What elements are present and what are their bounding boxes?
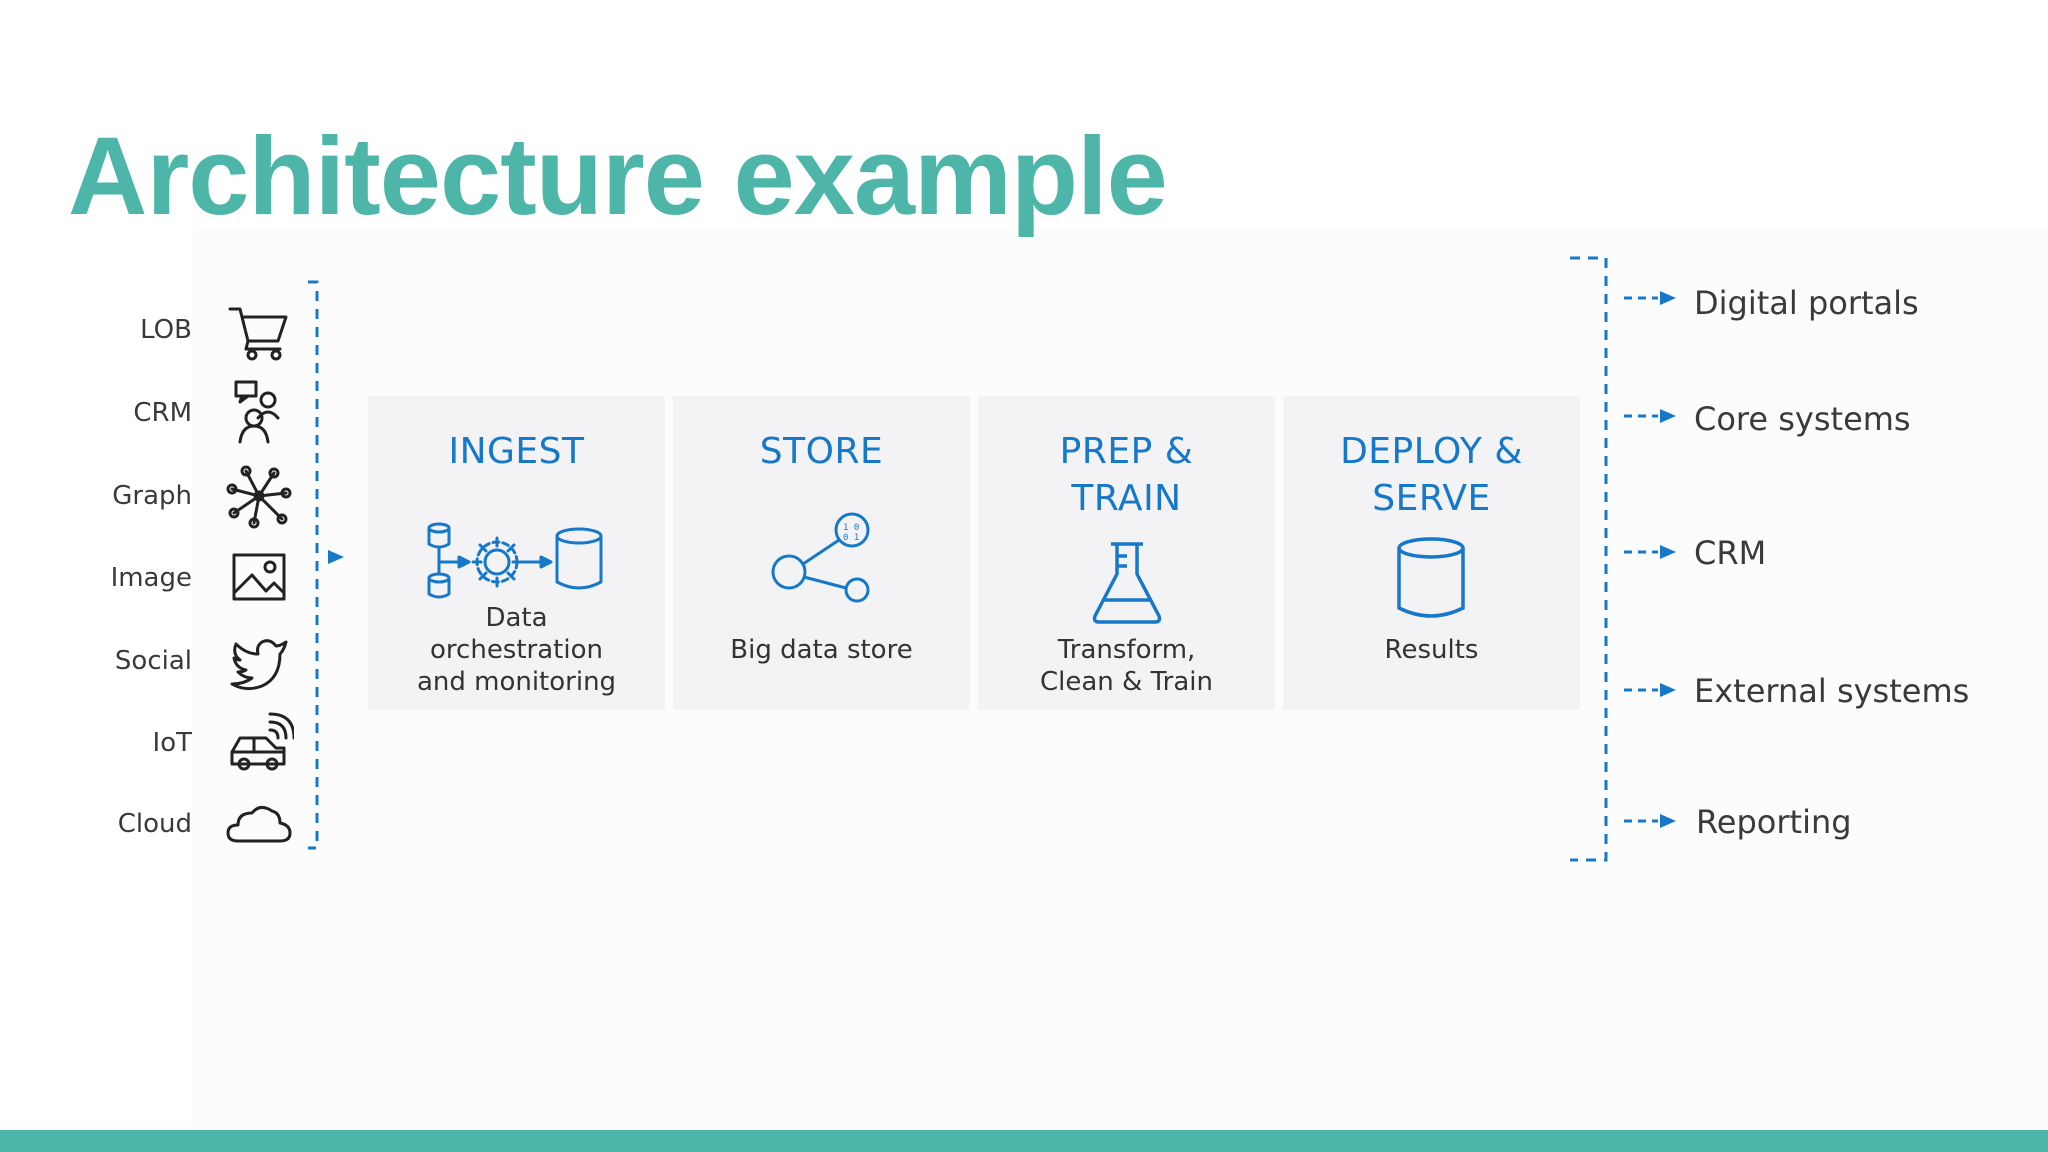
destination-item: Reporting bbox=[1618, 803, 2038, 863]
stage-title-line: DEPLOY & bbox=[1340, 431, 1523, 472]
svg-text:1 0: 1 0 bbox=[843, 523, 859, 533]
destination-item: External systems bbox=[1618, 672, 2038, 732]
source-item-cloud: Cloud bbox=[60, 789, 300, 859]
destination-item: CRM bbox=[1618, 534, 2038, 594]
stage-caption: Data orchestration and monitoring bbox=[368, 602, 665, 698]
source-item-crm: CRM bbox=[60, 378, 300, 448]
stage-caption: Transform, Clean & Train bbox=[978, 634, 1275, 698]
destination-label: CRM bbox=[1694, 534, 1767, 572]
arrow-right-icon bbox=[1624, 683, 1676, 697]
stage-caption-line: Clean & Train bbox=[1040, 667, 1213, 697]
arrow-right-icon bbox=[1624, 291, 1676, 305]
source-item-lob: LOB bbox=[60, 295, 300, 365]
stage-title-line: PREP & bbox=[1059, 431, 1194, 472]
stage-caption-line: orchestration bbox=[430, 635, 603, 665]
source-label: Graph bbox=[112, 481, 192, 511]
arrow-right-icon bbox=[1624, 409, 1676, 423]
cloud-icon bbox=[224, 789, 294, 859]
destination-item: Core systems bbox=[1618, 398, 2038, 458]
source-item-graph: Graph bbox=[60, 461, 300, 531]
source-label: CRM bbox=[133, 398, 192, 428]
stage-deploy-serve: DEPLOY & SERVE Results bbox=[1283, 396, 1580, 710]
twitter-bird-icon bbox=[224, 626, 294, 696]
stage-prep-train: PREP & TRAIN Transform, Clean & Train bbox=[978, 396, 1275, 710]
stage-caption-line: and monitoring bbox=[416, 667, 617, 697]
stage-caption-line: Results bbox=[1384, 635, 1479, 665]
stage-caption: Results bbox=[1283, 634, 1580, 666]
stage-store: STORE 1 0 0 1 Big data store bbox=[673, 396, 970, 710]
stage-caption: Big data store bbox=[673, 634, 970, 666]
destination-label: Core systems bbox=[1694, 400, 1911, 438]
image-icon bbox=[224, 543, 294, 613]
share-network-icon: 1 0 0 1 bbox=[769, 510, 879, 610]
source-item-social: Social bbox=[60, 626, 300, 696]
stage-title-line: INGEST bbox=[448, 431, 585, 472]
connected-car-icon bbox=[224, 708, 296, 778]
stage-title: STORE bbox=[673, 428, 970, 475]
shopping-cart-icon bbox=[224, 295, 294, 365]
graph-network-icon bbox=[224, 461, 294, 531]
data-pipeline-icon bbox=[423, 520, 613, 606]
source-item-iot: IoT bbox=[60, 708, 300, 778]
database-cylinder-icon bbox=[1395, 536, 1467, 622]
source-label: Image bbox=[110, 563, 192, 593]
arrow-right-icon bbox=[1624, 814, 1676, 828]
source-label: LOB bbox=[140, 315, 192, 345]
stage-title-line: SERVE bbox=[1372, 478, 1491, 519]
flask-icon bbox=[1089, 540, 1165, 626]
source-item-image: Image bbox=[60, 543, 300, 613]
destination-label: Digital portals bbox=[1694, 284, 1919, 322]
destination-item: Digital portals bbox=[1618, 280, 2038, 340]
stage-title: DEPLOY & SERVE bbox=[1283, 428, 1580, 522]
svg-text:0 1: 0 1 bbox=[843, 533, 859, 543]
stage-title-line: STORE bbox=[759, 431, 884, 472]
arrow-right-icon bbox=[1624, 545, 1676, 559]
source-label: IoT bbox=[152, 728, 192, 758]
stage-title: INGEST bbox=[368, 428, 665, 475]
destination-label: Reporting bbox=[1696, 803, 1852, 841]
stage-caption-line: Transform, bbox=[1057, 635, 1196, 665]
stage-caption-line: Data bbox=[485, 603, 548, 633]
stage-title-line: TRAIN bbox=[1071, 478, 1182, 519]
input-bracket bbox=[308, 280, 344, 850]
footer-accent-bar bbox=[0, 1130, 2048, 1152]
slide-title: Architecture example bbox=[68, 115, 1168, 238]
stage-caption-line: Big data store bbox=[730, 635, 913, 665]
source-label: Social bbox=[114, 646, 192, 676]
stage-title: PREP & TRAIN bbox=[978, 428, 1275, 522]
people-chat-icon bbox=[224, 378, 294, 448]
input-arrow-icon bbox=[328, 550, 344, 564]
source-label: Cloud bbox=[117, 809, 192, 839]
destination-label: External systems bbox=[1694, 672, 1970, 710]
stage-ingest: INGEST Data orchestration bbox=[368, 396, 665, 710]
